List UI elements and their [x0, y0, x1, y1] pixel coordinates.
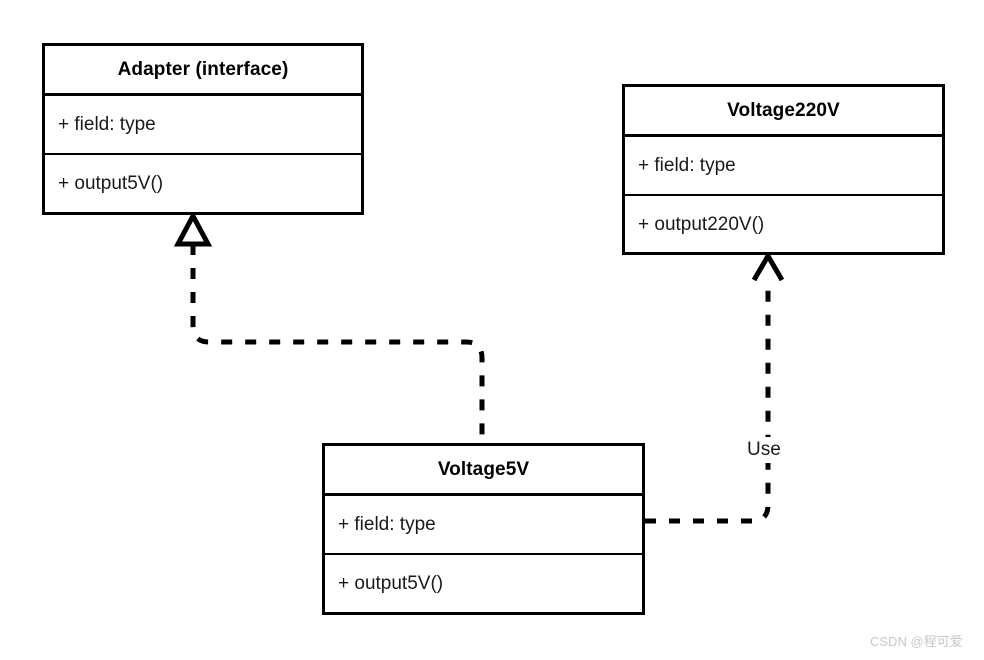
class-method-adapter: + output5V()	[58, 172, 164, 194]
edge-dependency	[645, 251, 785, 524]
class-method-voltage220v: + output220V()	[638, 213, 765, 235]
realization-dashed-line	[190, 244, 485, 443]
class-title-voltage220v: Voltage220V	[625, 87, 942, 137]
watermark: CSDN @程可爱	[870, 634, 963, 649]
class-title-adapter: Adapter (interface)	[45, 46, 361, 96]
edge-label-use: Use	[742, 437, 786, 463]
dependency-dashed-line	[645, 278, 771, 524]
class-box-adapter[interactable]: Adapter (interface) + field: type + outp…	[42, 43, 364, 215]
class-box-voltage220v[interactable]: Voltage220V + field: type + output220V()	[622, 84, 945, 255]
class-field-voltage220v: + field: type	[625, 137, 942, 196]
class-box-voltage5v[interactable]: Voltage5V + field: type + output5V()	[322, 443, 645, 615]
class-field-adapter: + field: type	[45, 96, 361, 155]
open-arrow-arrowhead-icon	[751, 251, 785, 282]
hollow-triangle-arrowhead-icon	[173, 210, 213, 247]
class-field-voltage5v: + field: type	[325, 496, 642, 555]
class-method-voltage5v: + output5V()	[338, 572, 444, 594]
class-title-voltage5v: Voltage5V	[325, 446, 642, 496]
edge-realization	[173, 210, 485, 443]
